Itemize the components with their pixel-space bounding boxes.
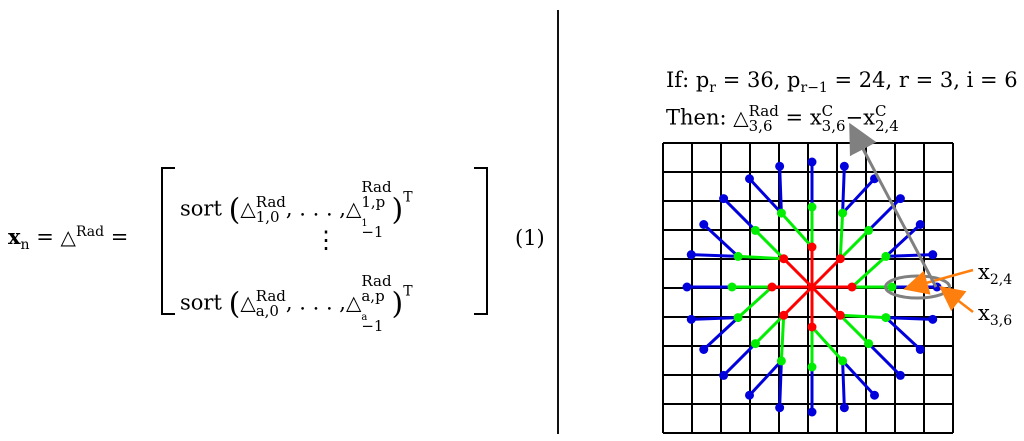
ring-3-link bbox=[841, 177, 876, 215]
matrix-right-bracket bbox=[474, 167, 488, 315]
ring-1-point bbox=[847, 282, 857, 292]
equation-number: (1) bbox=[515, 226, 545, 250]
ring-2-point bbox=[838, 356, 848, 366]
matrix-left-bracket bbox=[161, 167, 175, 315]
ring-3-link bbox=[702, 223, 740, 258]
ring-3-point bbox=[928, 250, 938, 260]
if-line: If: pr = 36, pr−1 = 24, r = 3, i = 6 bbox=[666, 68, 1018, 97]
ring-3-point bbox=[928, 314, 938, 324]
ring-3-point bbox=[719, 194, 729, 204]
ring-1-spoke bbox=[810, 285, 842, 317]
ring-3-link bbox=[748, 359, 783, 397]
ring-2-link bbox=[754, 314, 785, 345]
ring-3-link bbox=[691, 253, 739, 258]
ring-3-link bbox=[778, 166, 783, 214]
ring-2-link bbox=[839, 229, 870, 260]
ring-3-point bbox=[895, 370, 905, 380]
ring-2-link bbox=[850, 255, 887, 289]
ring-3-link bbox=[841, 360, 846, 408]
ring-2-link bbox=[754, 229, 785, 260]
ring-3-link bbox=[748, 177, 783, 215]
ring-3-point bbox=[807, 407, 817, 417]
ring-2-point bbox=[864, 225, 874, 235]
ring-2-point bbox=[733, 313, 743, 323]
formula-pointer-arrow bbox=[849, 122, 938, 288]
ring-2-point bbox=[807, 202, 817, 212]
ring-2-link bbox=[779, 315, 786, 361]
ring-3-point bbox=[807, 157, 817, 167]
ring-3-point bbox=[775, 161, 785, 171]
ring-3-link bbox=[841, 359, 876, 397]
ring-3-point bbox=[745, 174, 754, 184]
ring-2-link bbox=[839, 314, 870, 345]
ring-1-spoke bbox=[782, 257, 814, 289]
ring-3-link bbox=[702, 316, 740, 351]
ring-3-point bbox=[719, 370, 729, 380]
ring-3-link bbox=[885, 253, 933, 258]
ring-3-point bbox=[686, 250, 696, 260]
ring-2-point bbox=[807, 362, 817, 372]
ring-3-link bbox=[778, 360, 783, 408]
ring-2-point bbox=[750, 225, 760, 235]
ring-3-point bbox=[895, 194, 905, 204]
ring-3-point bbox=[915, 220, 925, 229]
ring-3-link bbox=[841, 166, 846, 214]
ring-2-point bbox=[776, 356, 786, 366]
ring-3-point bbox=[775, 403, 785, 413]
ring-3-point bbox=[839, 161, 849, 171]
ring-3-link bbox=[722, 197, 757, 232]
ring-2-link bbox=[840, 313, 886, 320]
ring-1-point bbox=[807, 242, 817, 252]
ring-3-point bbox=[699, 220, 709, 229]
ring-3-point bbox=[686, 314, 696, 324]
ring-1-spoke bbox=[782, 285, 814, 317]
ring-3-link bbox=[884, 316, 922, 351]
ring-3-link bbox=[884, 223, 922, 258]
ring-2-point bbox=[776, 208, 786, 218]
ring-3-link bbox=[691, 316, 739, 321]
ring-2-point bbox=[881, 251, 891, 261]
ring-1-point bbox=[767, 282, 777, 292]
ring-2-link bbox=[738, 254, 784, 261]
ring-3-point bbox=[699, 345, 709, 354]
equation-lhs: xn = △Rad = bbox=[8, 224, 129, 254]
ring-2-point bbox=[881, 313, 891, 323]
ring-2-point bbox=[887, 282, 897, 292]
ring-2-point bbox=[838, 208, 848, 218]
callout-arrow-x36 bbox=[939, 285, 974, 313]
ring-3-point bbox=[839, 403, 849, 413]
ring-2-point bbox=[733, 251, 743, 261]
ring-1-spoke bbox=[810, 257, 842, 289]
ring-2-point bbox=[727, 282, 737, 292]
ring-2-link bbox=[838, 213, 845, 259]
panel-divider bbox=[557, 10, 559, 434]
label-x36: x3,6 bbox=[978, 301, 1013, 330]
ring-3-point bbox=[915, 345, 925, 354]
matrix-vdots: ⋮ bbox=[314, 226, 338, 254]
ring-3-link bbox=[885, 316, 933, 321]
ring-1-point bbox=[779, 254, 789, 264]
ring-1-point bbox=[779, 310, 789, 320]
ring-2-link bbox=[810, 325, 844, 362]
ring-3-link bbox=[867, 342, 902, 377]
label-x24: x2,4 bbox=[978, 260, 1013, 289]
ring-3-link bbox=[867, 197, 902, 232]
ring-3-point bbox=[745, 390, 754, 400]
ring-3-point bbox=[682, 282, 692, 292]
ring-3-link bbox=[722, 342, 757, 377]
callout-arrow-x24 bbox=[903, 268, 974, 295]
ring-2-link bbox=[780, 212, 814, 249]
ring-3-point bbox=[870, 390, 879, 400]
ring-1-point bbox=[835, 254, 845, 264]
ring-1-point bbox=[835, 310, 845, 320]
ring-1-point bbox=[807, 322, 817, 332]
ring-2-point bbox=[864, 339, 874, 349]
ring-2-link bbox=[737, 285, 774, 319]
ring-2-point bbox=[750, 339, 760, 349]
